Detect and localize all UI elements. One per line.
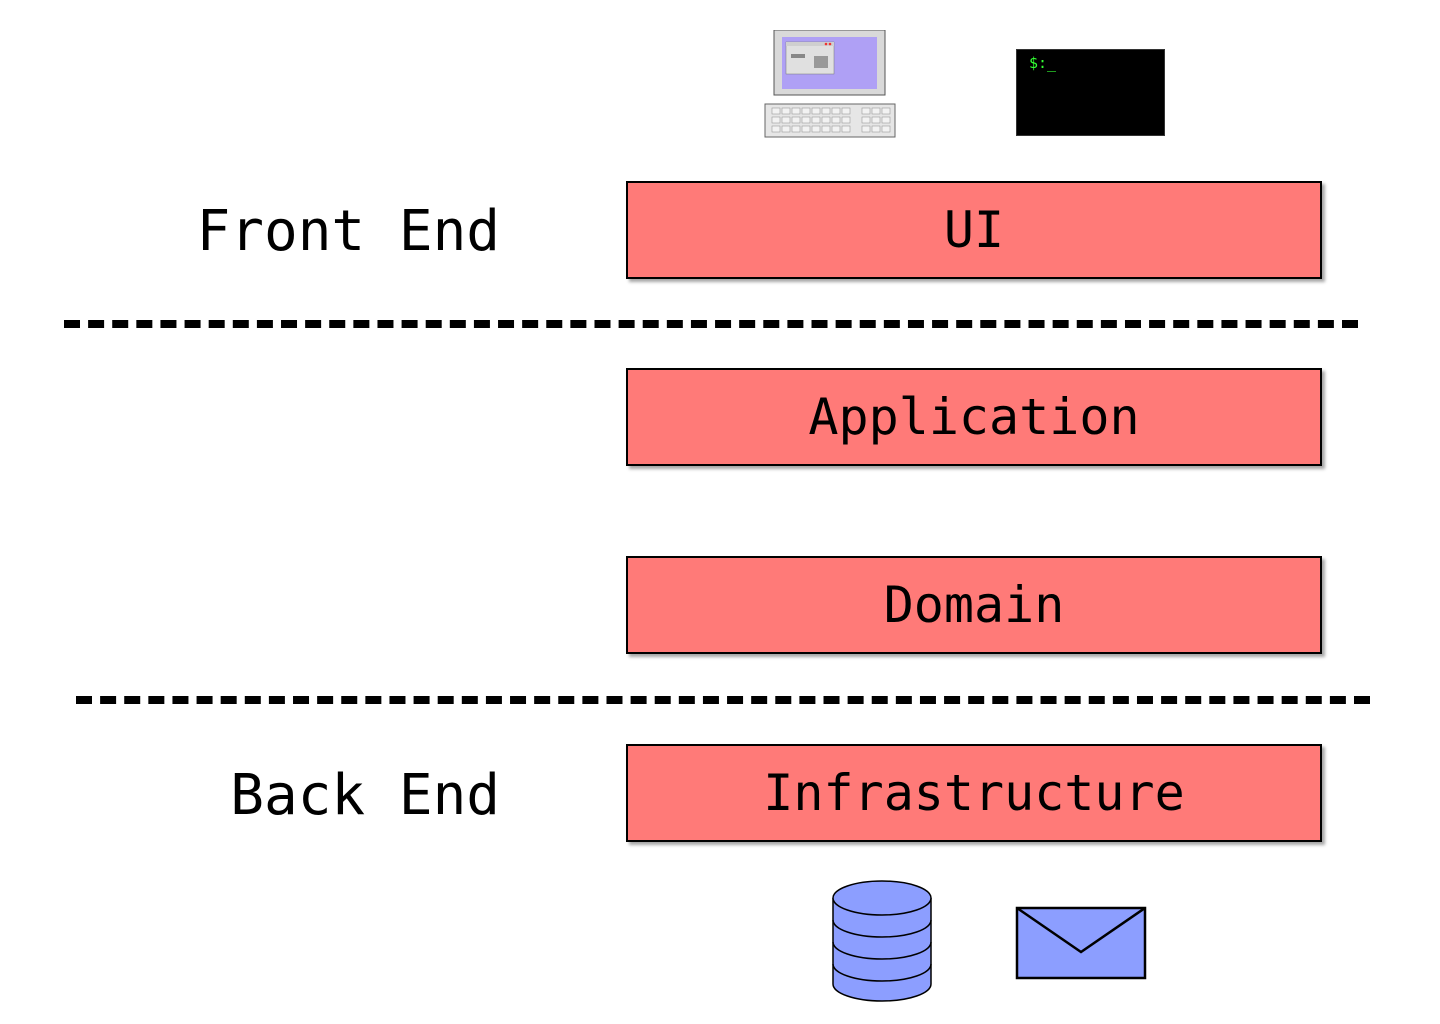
front-end-label: Front End [196,199,500,264]
domain-layer-label: Domain [883,576,1065,634]
front-end-divider [64,320,1358,328]
ui-layer: UI [626,181,1322,279]
back-end-divider [76,696,1370,704]
database-icon [830,878,934,1008]
terminal-prompt: $:_ [1029,54,1057,72]
terminal-icon: $:_ [1016,49,1165,136]
application-layer-label: Application [808,388,1140,446]
envelope-icon [1015,906,1147,982]
infrastructure-layer-label: Infrastructure [763,764,1185,822]
application-layer: Application [626,368,1322,466]
domain-layer: Domain [626,556,1322,654]
ui-layer-label: UI [943,201,1005,259]
back-end-label: Back End [230,763,500,828]
computer-icon [764,29,896,140]
infrastructure-layer: Infrastructure [626,744,1322,842]
